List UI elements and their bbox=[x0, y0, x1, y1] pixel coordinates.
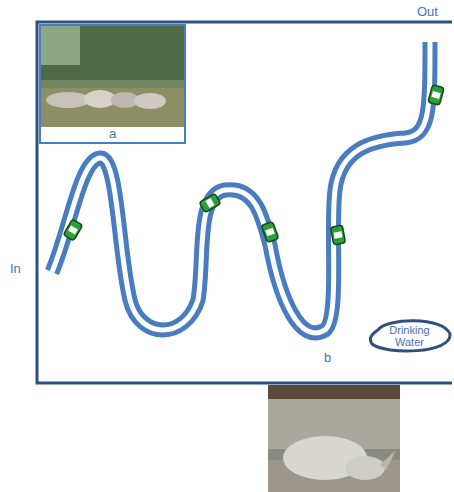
map-label: Out bbox=[417, 4, 438, 19]
enclosure-fence bbox=[37, 22, 452, 383]
rhino-head bbox=[345, 456, 385, 480]
pond-shape bbox=[370, 321, 450, 351]
photo-a bbox=[40, 25, 185, 128]
road-edge bbox=[52, 42, 430, 333]
map-label: In bbox=[10, 261, 21, 276]
resting-rhino bbox=[46, 92, 90, 108]
stable-beam bbox=[268, 385, 400, 399]
map-label: b bbox=[324, 350, 331, 365]
photo-grass bbox=[40, 88, 185, 128]
photo-trees bbox=[40, 25, 185, 80]
road-center bbox=[52, 42, 430, 333]
photo-frame: a bbox=[39, 24, 186, 144]
photo-background bbox=[40, 25, 185, 128]
photo-caption: a bbox=[41, 127, 184, 141]
vehicle bbox=[199, 193, 221, 212]
vehicle bbox=[331, 225, 346, 245]
resting-rhino bbox=[134, 93, 166, 109]
rhino-horn bbox=[380, 450, 396, 470]
photo-sky bbox=[40, 25, 80, 65]
vehicle bbox=[428, 85, 444, 105]
photo-b bbox=[268, 385, 400, 492]
vehicle bbox=[261, 221, 278, 242]
pond-label: Drinking Water bbox=[382, 324, 437, 348]
photo-background bbox=[268, 385, 400, 492]
water-pond: Drinking Water bbox=[366, 316, 453, 356]
vehicle bbox=[63, 219, 82, 241]
